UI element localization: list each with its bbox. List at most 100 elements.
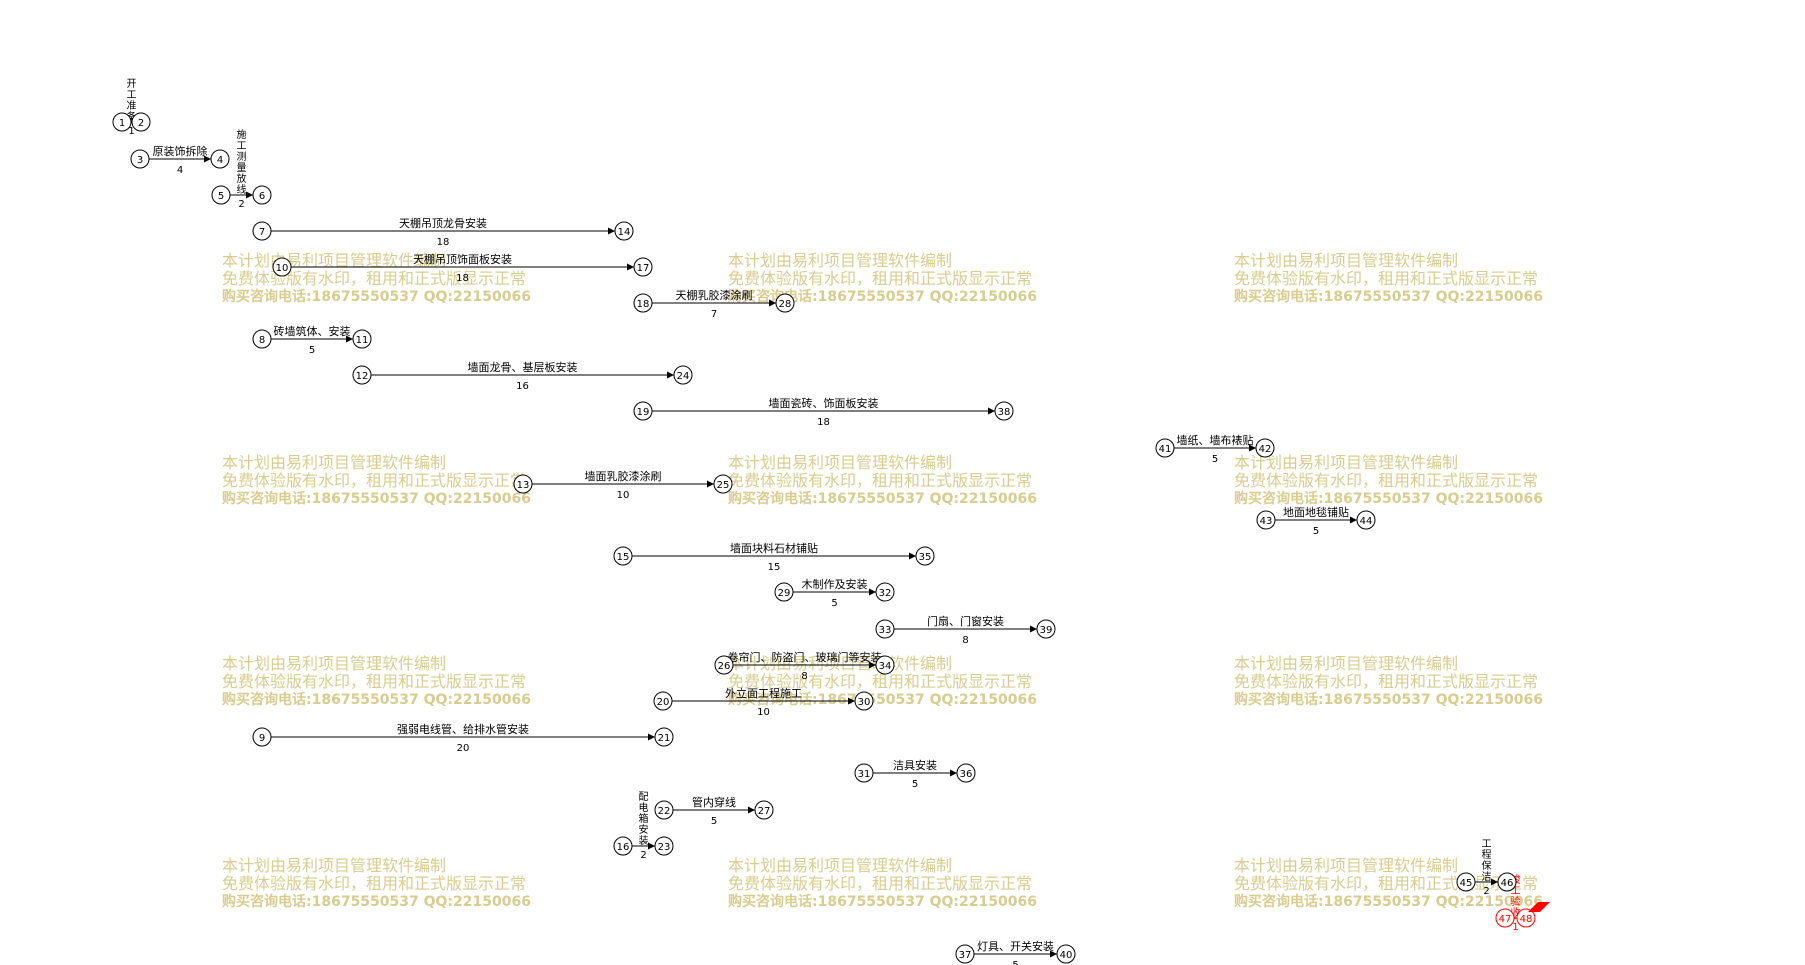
watermark: 本计划由易利项目管理软件编制免费体验版有水印，租用和正式版显示正常购买咨询电话:… <box>728 655 1037 709</box>
node-circle <box>653 691 673 711</box>
event-node: 32 <box>875 582 895 602</box>
node-number: 12 <box>356 371 369 382</box>
node-circle <box>112 112 132 132</box>
activity-duration: 8 <box>801 671 807 682</box>
node-circle <box>1516 908 1536 928</box>
node-circle <box>1056 944 1076 964</box>
watermark: 本计划由易利项目管理软件编制免费体验版有水印，租用和正式版显示正常购买咨询电话:… <box>728 454 1037 508</box>
node-circle <box>130 149 150 169</box>
watermark-line: 免费体验版有水印，租用和正式版显示正常 <box>728 471 1033 490</box>
watermark-line: 免费体验版有水印，租用和正式版显示正常 <box>1234 672 1539 691</box>
event-node: 38 <box>994 401 1014 421</box>
activity-name: 天棚吊顶饰面板安装 <box>413 252 512 266</box>
event-node: 2 <box>131 112 151 132</box>
activity-duration: 8 <box>962 635 968 646</box>
watermark-line: 本计划由易利项目管理软件编制 <box>1234 654 1459 673</box>
activity-name: 天棚吊顶龙骨安装 <box>399 216 487 230</box>
critical-flag-icon <box>1528 902 1550 912</box>
activity-name: 配电箱安装 <box>639 791 649 847</box>
node-circle <box>252 185 272 205</box>
node-number: 3 <box>137 155 143 166</box>
node-circle <box>673 365 693 385</box>
event-node: 19 <box>633 401 653 421</box>
watermark-line: 购买咨询电话:18675550537 QQ:22150066 <box>1234 692 1543 708</box>
node-circle <box>633 293 653 313</box>
event-node: 17 <box>633 257 653 277</box>
activity-arrow: 配电箱安装 2 <box>632 791 655 861</box>
node-circle <box>915 546 935 566</box>
activity-duration: 18 <box>456 273 469 284</box>
node-circle <box>875 655 895 675</box>
activity-duration: 2 <box>640 850 646 861</box>
node-circle <box>955 944 975 964</box>
activity-duration: 18 <box>817 417 830 428</box>
event-node: 7 <box>252 221 272 241</box>
node-number: 13 <box>517 480 530 491</box>
watermark: 本计划由易利项目管理软件编制免费体验版有水印，租用和正式版显示正常购买咨询电话:… <box>1234 655 1543 709</box>
node-circle <box>994 401 1014 421</box>
event-node: 9 <box>252 727 272 747</box>
event-node: 5 <box>211 185 231 205</box>
watermark-line: 本计划由易利项目管理软件编制 <box>728 856 953 875</box>
node-circle <box>654 727 674 747</box>
event-node: 40 <box>1056 944 1076 964</box>
watermark-line: 本计划由易利项目管理软件编制 <box>728 251 953 270</box>
node-circle <box>1036 619 1056 639</box>
node-circle <box>252 329 272 349</box>
watermark-line: 免费体验版有水印，租用和正式版显示正常 <box>222 269 527 288</box>
event-node: 14 <box>614 221 634 241</box>
activity-arrow: 砖墙筑体、安装5 <box>271 324 353 356</box>
activity-duration: 5 <box>1313 526 1319 537</box>
node-circle <box>513 474 533 494</box>
event-node: 43 <box>1256 510 1276 530</box>
node-number: 33 <box>879 625 892 636</box>
node-number: 34 <box>879 661 892 672</box>
event-node: 18 <box>633 293 653 313</box>
activity-duration: 5 <box>1012 960 1018 965</box>
node-circle <box>252 221 272 241</box>
watermark-line: 购买咨询电话:18675550537 QQ:22150066 <box>222 289 531 305</box>
event-node: 20 <box>653 691 673 711</box>
event-node: 46 <box>1497 872 1517 892</box>
node-number: 47 <box>1499 914 1512 925</box>
node-number: 44 <box>1360 516 1373 527</box>
event-node: 44 <box>1356 510 1376 530</box>
event-node: 23 <box>654 836 674 856</box>
node-circle <box>1155 438 1175 458</box>
node-number: 40 <box>1060 950 1073 961</box>
event-node: 10 <box>272 257 292 277</box>
node-number: 38 <box>998 407 1011 418</box>
watermark-line: 本计划由易利项目管理软件编制 <box>1234 251 1459 270</box>
node-circle <box>1456 872 1476 892</box>
event-node: 6 <box>252 185 272 205</box>
node-circle <box>713 474 733 494</box>
watermark-line: 免费体验版有水印，租用和正式版显示正常 <box>1234 471 1539 490</box>
event-node: 30 <box>854 691 874 711</box>
watermark-line: 免费体验版有水印，租用和正式版显示正常 <box>728 672 1033 691</box>
activity-name: 灯具、开关安装 <box>977 939 1054 953</box>
activity-name: 洁具安装 <box>893 758 937 772</box>
watermark-line: 免费体验版有水印，租用和正式版显示正常 <box>222 672 527 691</box>
event-node: 36 <box>956 763 976 783</box>
node-number: 17 <box>637 263 650 274</box>
event-node: 1 <box>112 112 132 132</box>
activity-duration: 2 <box>238 199 244 210</box>
watermark-line: 本计划由易利项目管理软件编制 <box>1234 856 1459 875</box>
node-circle <box>1495 908 1515 928</box>
node-number: 27 <box>758 806 771 817</box>
activity-name: 门扇、门窗安装 <box>927 614 1004 628</box>
activity-name: 墙纸、墙布裱贴 <box>1177 433 1254 447</box>
activity-duration: 5 <box>309 345 315 356</box>
watermark: 本计划由易利项目管理软件编制免费体验版有水印，租用和正式版显示正常购买咨询电话:… <box>222 454 531 508</box>
node-number: 31 <box>858 769 871 780</box>
node-number: 32 <box>879 588 892 599</box>
